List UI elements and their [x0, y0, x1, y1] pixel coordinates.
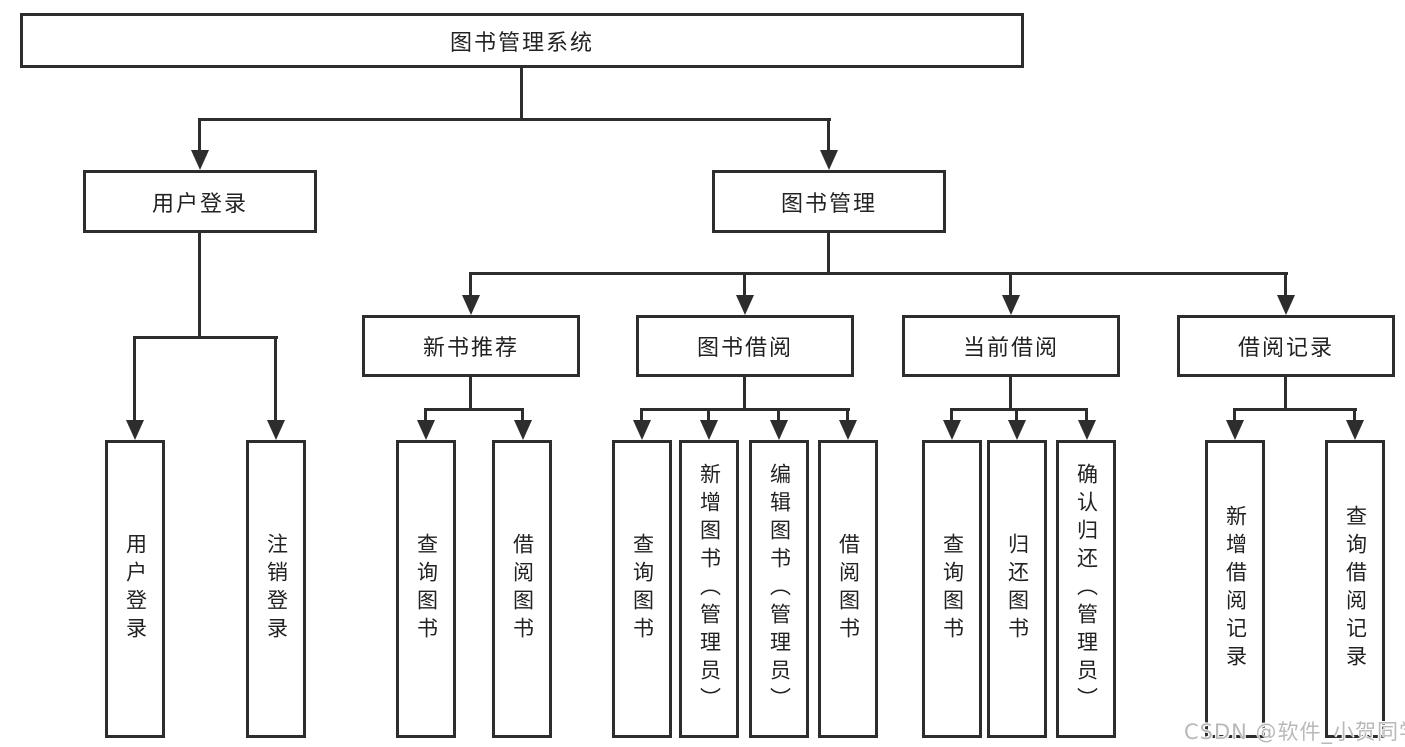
node-label: 图书管理: [780, 191, 877, 217]
connector-line-v: [743, 377, 746, 408]
arrow-down-icon: [943, 420, 961, 440]
node-label: 注销登录: [264, 533, 289, 645]
node-label: 新书推荐: [422, 336, 519, 361]
leaf-return-books: 归还图书: [987, 440, 1047, 738]
node-new-book-recommend: 新书推荐: [362, 315, 580, 377]
node-label: 用户登录: [151, 191, 248, 217]
arrow-down-icon: [126, 420, 144, 440]
node-label: 图书管理系统: [449, 30, 594, 56]
leaf-query-books-3: 查询图书: [922, 440, 982, 738]
arrow-down-icon: [1008, 420, 1026, 440]
node-label: 查询图书: [414, 533, 439, 645]
connector-line-v: [198, 118, 201, 158]
connector-line-v: [1009, 377, 1012, 408]
arrow-down-icon: [1078, 420, 1096, 440]
leaf-user-login: 用户登录: [105, 440, 165, 738]
node-label: 编辑图书（管理员）: [767, 463, 792, 715]
arrow-down-icon: [839, 420, 857, 440]
node-label: 查询图书: [630, 533, 655, 645]
connector-line-h: [950, 408, 1088, 411]
leaf-add-books-admin: 新增图书（管理员）: [679, 440, 739, 738]
arrow-down-icon: [462, 295, 480, 315]
connector-line-v: [1284, 272, 1287, 302]
node-label: 确认归还（管理员）: [1074, 463, 1099, 715]
node-book-management-system: 图书管理系统: [20, 13, 1024, 68]
connector-line-v: [640, 408, 643, 428]
connector-line-v: [1015, 408, 1018, 428]
arrow-down-icon: [633, 420, 651, 440]
arrow-down-icon: [770, 420, 788, 440]
arrow-down-icon: [1346, 420, 1364, 440]
connector-line-v: [198, 233, 201, 336]
node-label: 用户登录: [123, 533, 148, 645]
node-label: 当前借阅: [962, 336, 1059, 361]
connector-line-h: [1233, 408, 1357, 411]
connector-line-v: [469, 377, 472, 408]
watermark-text: CSDN @软件_小贺同学: [1184, 720, 1405, 744]
connector-line-v: [1284, 377, 1287, 408]
connector-line-h: [198, 118, 831, 121]
node-label: 借阅图书: [836, 533, 861, 645]
connector-line-h: [133, 336, 278, 339]
arrow-down-icon: [820, 150, 838, 170]
node-label: 归还图书: [1005, 533, 1030, 645]
arrow-down-icon: [700, 420, 718, 440]
connector-line-h: [424, 408, 524, 411]
node-user-login: 用户登录: [83, 170, 317, 233]
node-label: 图书借阅: [696, 336, 793, 361]
connector-line-v: [1233, 408, 1236, 428]
node-label: 借阅记录: [1237, 336, 1334, 361]
node-book-management: 图书管理: [712, 170, 946, 233]
connector-line-v: [521, 408, 524, 428]
connector-line-h: [469, 272, 1288, 275]
leaf-query-books-1: 查询图书: [396, 440, 456, 738]
arrow-down-icon: [514, 420, 532, 440]
connector-line-h: [640, 408, 850, 411]
node-label: 新增借阅记录: [1223, 505, 1248, 673]
leaf-query-borrow-record: 查询借阅记录: [1325, 440, 1385, 738]
arrow-down-icon: [1226, 420, 1244, 440]
arrow-down-icon: [267, 420, 285, 440]
leaf-edit-books-admin: 编辑图书（管理员）: [749, 440, 809, 738]
node-label: 新增图书（管理员）: [697, 463, 722, 715]
connector-line-v: [424, 408, 427, 428]
connector-line-v: [950, 408, 953, 428]
leaf-borrow-books-2: 借阅图书: [818, 440, 878, 738]
connector-line-v: [846, 408, 849, 428]
arrow-down-icon: [1002, 295, 1020, 315]
connector-line-v: [1009, 272, 1012, 302]
leaf-borrow-books-1: 借阅图书: [492, 440, 552, 738]
connector-line-v: [707, 408, 710, 428]
arrow-down-icon: [1277, 295, 1295, 315]
leaf-confirm-return-admin: 确认归还（管理员）: [1056, 440, 1116, 738]
node-book-borrow: 图书借阅: [636, 315, 854, 377]
node-borrow-records: 借阅记录: [1177, 315, 1395, 377]
arrow-down-icon: [191, 150, 209, 170]
arrow-down-icon: [736, 295, 754, 315]
leaf-add-borrow-record: 新增借阅记录: [1205, 440, 1265, 738]
node-label: 查询借阅记录: [1343, 505, 1368, 673]
connector-line-v: [827, 118, 830, 158]
connector-line-v: [827, 233, 830, 272]
node-label: 查询图书: [940, 533, 965, 645]
connector-line-v: [743, 272, 746, 302]
node-label: 借阅图书: [510, 533, 535, 645]
connector-line-v: [274, 336, 277, 426]
connector-line-v: [520, 68, 523, 118]
connector-line-v: [469, 272, 472, 302]
connector-line-v: [1085, 408, 1088, 428]
node-current-borrow: 当前借阅: [902, 315, 1120, 377]
leaf-logout: 注销登录: [246, 440, 306, 738]
connector-line-v: [133, 336, 136, 426]
connector-line-v: [777, 408, 780, 428]
leaf-query-books-2: 查询图书: [612, 440, 672, 738]
connector-line-v: [1353, 408, 1356, 428]
arrow-down-icon: [417, 420, 435, 440]
